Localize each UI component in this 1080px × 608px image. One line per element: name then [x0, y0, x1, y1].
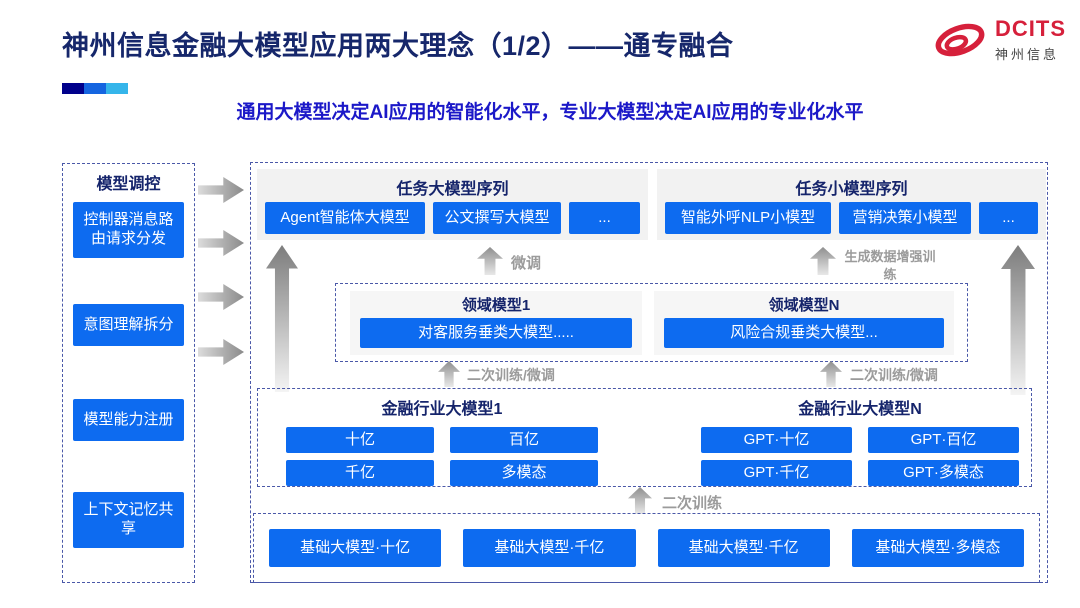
node-task-small-more: ...: [979, 202, 1038, 234]
retrain-base-label: 二次训练: [662, 495, 723, 512]
task-small-model-title: 任务小模型序列: [795, 181, 908, 198]
industry-model-1-grid: 十亿 百亿 千亿 多模态: [286, 427, 598, 486]
flow-arrow-right-2-icon: [198, 230, 244, 256]
task-small-model-panel: 任务小模型序列 智能外呼NLP小模型 营销决策小模型 ...: [657, 169, 1046, 240]
title-accent-bar: [62, 83, 128, 94]
domain-model-n-title: 领域模型N: [768, 297, 840, 314]
domain-models-box: 领域模型1 对客服务垂类大模型..... 领域模型N 风险合规垂类大模型...: [335, 283, 968, 362]
industry-model-1-group: 金融行业大模型1 十亿 百亿 千亿 多模态: [286, 395, 598, 486]
node-multimodal: 多模态: [450, 460, 598, 486]
sidebar-item-capability-register: 模型能力注册: [73, 399, 184, 441]
task-large-model-panel: 任务大模型序列 Agent智能体大模型 公文撰写大模型 ...: [257, 169, 648, 240]
node-gpt-ten-billion: GPT·百亿: [868, 427, 1019, 453]
base-models-box: 基础大模型·十亿 基础大模型·千亿 基础大模型·千亿 基础大模型·多模态: [253, 513, 1040, 583]
finetune-label: 微调: [511, 255, 542, 272]
node-gpt-billion: GPT·十亿: [701, 427, 852, 453]
sidebar-item-intent-split: 意图理解拆分: [73, 304, 184, 346]
node-customer-service-model: 对客服务垂类大模型.....: [360, 318, 632, 348]
retrain-right-label: 二次训练/微调: [850, 367, 938, 383]
node-marketing-decision-model: 营销决策小模型: [839, 202, 971, 234]
node-base-model-hundred-billion-2: 基础大模型·千亿: [657, 529, 830, 567]
industry-model-n-title: 金融行业大模型N: [798, 401, 922, 418]
node-risk-compliance-model: 风险合规垂类大模型...: [664, 318, 944, 348]
node-base-model-billion: 基础大模型·十亿: [269, 529, 442, 567]
node-gpt-multimodal: GPT·多模态: [868, 460, 1019, 486]
node-document-writing-model: 公文撰写大模型: [433, 202, 561, 234]
node-hundred-billion: 千亿: [286, 460, 434, 486]
domain-model-1-panel: 领域模型1 对客服务垂类大模型.....: [350, 291, 642, 355]
node-gpt-hundred-billion: GPT·千亿: [701, 460, 852, 486]
page-title: 神州信息金融大模型应用两大理念（1/2）——通专融合: [62, 31, 734, 61]
dcits-logo: DCITS 神州信息: [931, 16, 1066, 63]
node-outbound-nlp-model: 智能外呼NLP小模型: [665, 202, 831, 234]
sidebar-item-message-router: 控制器消息路由请求分发: [73, 202, 184, 258]
industry-models-box: 金融行业大模型1 十亿 百亿 千亿 多模态 金融行业大模型N GPT·十亿 GP…: [257, 388, 1032, 487]
logo-brand-cn: 神州信息: [995, 47, 1060, 62]
augment-label: 生成数据增强训练: [844, 249, 936, 282]
accent-bar-blue: [84, 83, 106, 94]
node-task-large-more: ...: [569, 202, 640, 234]
node-billion: 十亿: [286, 427, 434, 453]
sidebar-item-context-memory: 上下文记忆共享: [73, 492, 184, 548]
task-small-model-row: 智能外呼NLP小模型 营销决策小模型 ...: [665, 202, 1038, 234]
domain-model-n-panel: 领域模型N 风险合规垂类大模型...: [654, 291, 954, 355]
accent-bar-navy: [62, 83, 84, 94]
industry-model-n-group: 金融行业大模型N GPT·十亿 GPT·百亿 GPT·千亿 GPT·多模态: [701, 395, 1019, 486]
flow-arrow-right-4-icon: [198, 339, 244, 365]
node-base-model-multimodal: 基础大模型·多模态: [851, 529, 1024, 567]
node-agent-large-model: Agent智能体大模型: [265, 202, 425, 234]
slide-subtitle: 通用大模型决定AI应用的智能化水平，专业大模型决定AI应用的专业化水平: [236, 102, 864, 123]
task-large-model-row: Agent智能体大模型 公文撰写大模型 ...: [265, 202, 640, 234]
logo-text: DCITS 神州信息: [995, 16, 1066, 63]
accent-bar-cyan: [106, 83, 128, 94]
flow-arrow-right-3-icon: [198, 284, 244, 310]
retrain-left-label: 二次训练/微调: [467, 367, 555, 383]
domain-model-1-title: 领域模型1: [461, 297, 531, 314]
flow-arrow-right-1-icon: [198, 177, 244, 203]
node-ten-billion: 百亿: [450, 427, 598, 453]
dcits-swirl-icon: [935, 23, 985, 56]
logo-brand-text: DCITS: [995, 16, 1066, 41]
node-base-model-hundred-billion-1: 基础大模型·千亿: [463, 529, 636, 567]
model-control-title: 模型调控: [96, 176, 161, 193]
task-large-model-title: 任务大模型序列: [396, 181, 509, 198]
model-control-panel: 模型调控 控制器消息路由请求分发 意图理解拆分 模型能力注册 上下文记忆共享: [62, 163, 195, 583]
industry-model-1-title: 金融行业大模型1: [381, 401, 503, 418]
industry-model-n-grid: GPT·十亿 GPT·百亿 GPT·千亿 GPT·多模态: [701, 427, 1019, 486]
